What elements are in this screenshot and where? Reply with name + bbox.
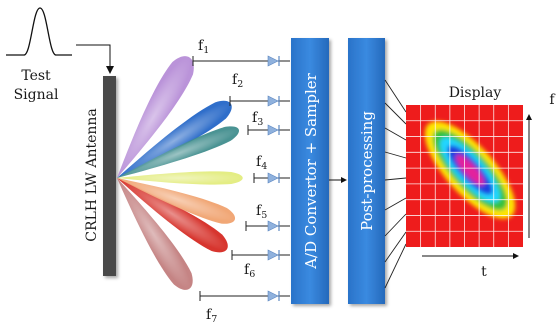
- display-title: Display: [449, 85, 502, 101]
- freq-label-f5-index: 5: [261, 210, 267, 221]
- freq-label-f3-base: f: [252, 110, 259, 126]
- freq-label-f2: f2: [232, 72, 243, 90]
- freq-label-f4-base: f: [256, 154, 263, 170]
- beam-lobe-f5: [117, 178, 235, 224]
- feed-line-f1: [192, 55, 290, 67]
- freq-label-f6-index: 6: [249, 269, 255, 280]
- feed-line-f6: [231, 249, 290, 261]
- freq-label-f6-base: f: [244, 262, 251, 278]
- feed-line-f2: [229, 95, 290, 107]
- freq-label-f1-index: 1: [203, 45, 209, 56]
- freq-label-f2-index: 2: [237, 79, 243, 90]
- converter-to-postprocessing-arrow: [329, 177, 347, 183]
- beam-lobe-f6: [117, 178, 228, 253]
- spectrogram-blob: [424, 121, 516, 219]
- beam-lobe-f4: [117, 171, 243, 185]
- freq-label-f2-base: f: [232, 72, 239, 88]
- feed-line-f5: [245, 220, 290, 232]
- freq-label-f1: f1: [198, 38, 209, 56]
- freq-label-f1-base: f: [198, 38, 205, 54]
- freq-label-f6: f6: [244, 262, 255, 280]
- display-time-axis: [422, 253, 519, 259]
- freq-label-f4: f4: [256, 154, 267, 172]
- feed-line-f7: [199, 290, 290, 302]
- freq-label-f3-index: 3: [257, 117, 263, 128]
- freq-label-f7: f7: [206, 307, 217, 322]
- converter-block: [291, 38, 329, 304]
- antenna-bar: [103, 76, 116, 276]
- beam-lobe-f7: [117, 178, 193, 290]
- freq-label-f4-index: 4: [261, 161, 267, 172]
- freq-label-f3: f3: [252, 110, 263, 128]
- converter-label: A/D Convertor + Sampler: [302, 72, 320, 269]
- display-freq-axis: [526, 114, 532, 238]
- signal-to-antenna-arrow: [76, 44, 114, 74]
- beam-lobe-f1: [117, 56, 194, 178]
- test-signal-label-line1: Test: [21, 68, 51, 84]
- display-x-label: t: [481, 264, 487, 280]
- freq-label-f5: f5: [256, 203, 267, 221]
- feed-line-f3: [247, 124, 290, 136]
- beam-lobe-f3: [117, 126, 239, 178]
- display-grid: [406, 105, 523, 247]
- antenna-label: CRLH LW Antenna: [84, 108, 100, 242]
- display-fan-lines: [384, 79, 407, 289]
- freq-label-f7-base: f: [206, 307, 213, 322]
- display-plot: [406, 105, 523, 247]
- beam-lobes: [117, 56, 243, 290]
- display-y-label: f: [549, 92, 556, 108]
- postprocessing-block: [348, 38, 385, 304]
- freq-label-f5-base: f: [256, 203, 263, 219]
- feed-line-f4: [253, 172, 290, 184]
- postprocessing-label: Post-processing: [358, 111, 376, 231]
- beam-lobe-f2: [117, 100, 232, 178]
- test-signal-label-line2: Signal: [14, 87, 59, 103]
- freq-label-f7-index: 7: [211, 314, 217, 322]
- test-signal-pulse: [6, 7, 72, 56]
